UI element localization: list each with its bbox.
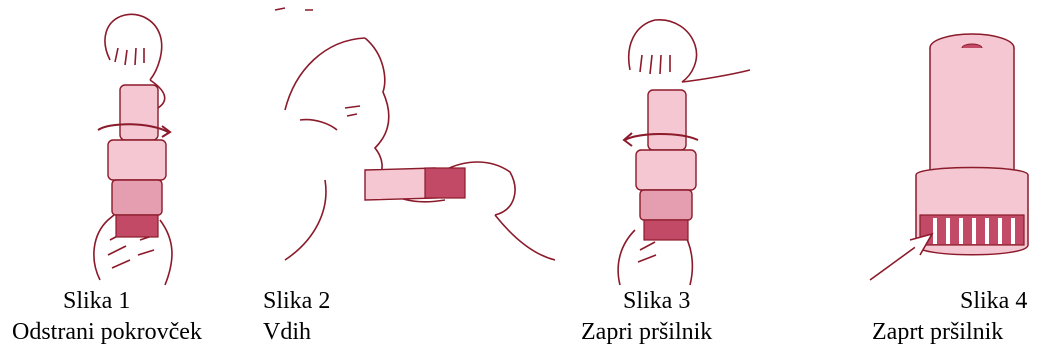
inhaler-close-hands-icon — [600, 0, 760, 290]
caption-title-3: Slika 3 — [623, 287, 690, 315]
caption-title-2: Slika 2 — [263, 287, 330, 315]
person-inhale-profile-icon — [265, 0, 555, 265]
caption-title-4: Slika 4 — [960, 287, 1027, 315]
figure-3 — [600, 0, 760, 290]
caption-text-4: Zaprt pršilnik — [872, 318, 1003, 346]
caption-text-1: Odstrani pokrovček — [12, 318, 202, 346]
caption-text-3: Zapri pršilnik — [581, 318, 712, 346]
figure-1 — [80, 0, 190, 290]
inhaler-uncap-hands-icon — [80, 0, 190, 290]
inhaler-closed-arrow-icon — [860, 0, 1040, 290]
caption-title-1: Slika 1 — [63, 287, 130, 315]
figure-2 — [265, 0, 555, 265]
figure-4 — [860, 0, 1040, 290]
caption-text-2: Vdih — [263, 318, 311, 346]
